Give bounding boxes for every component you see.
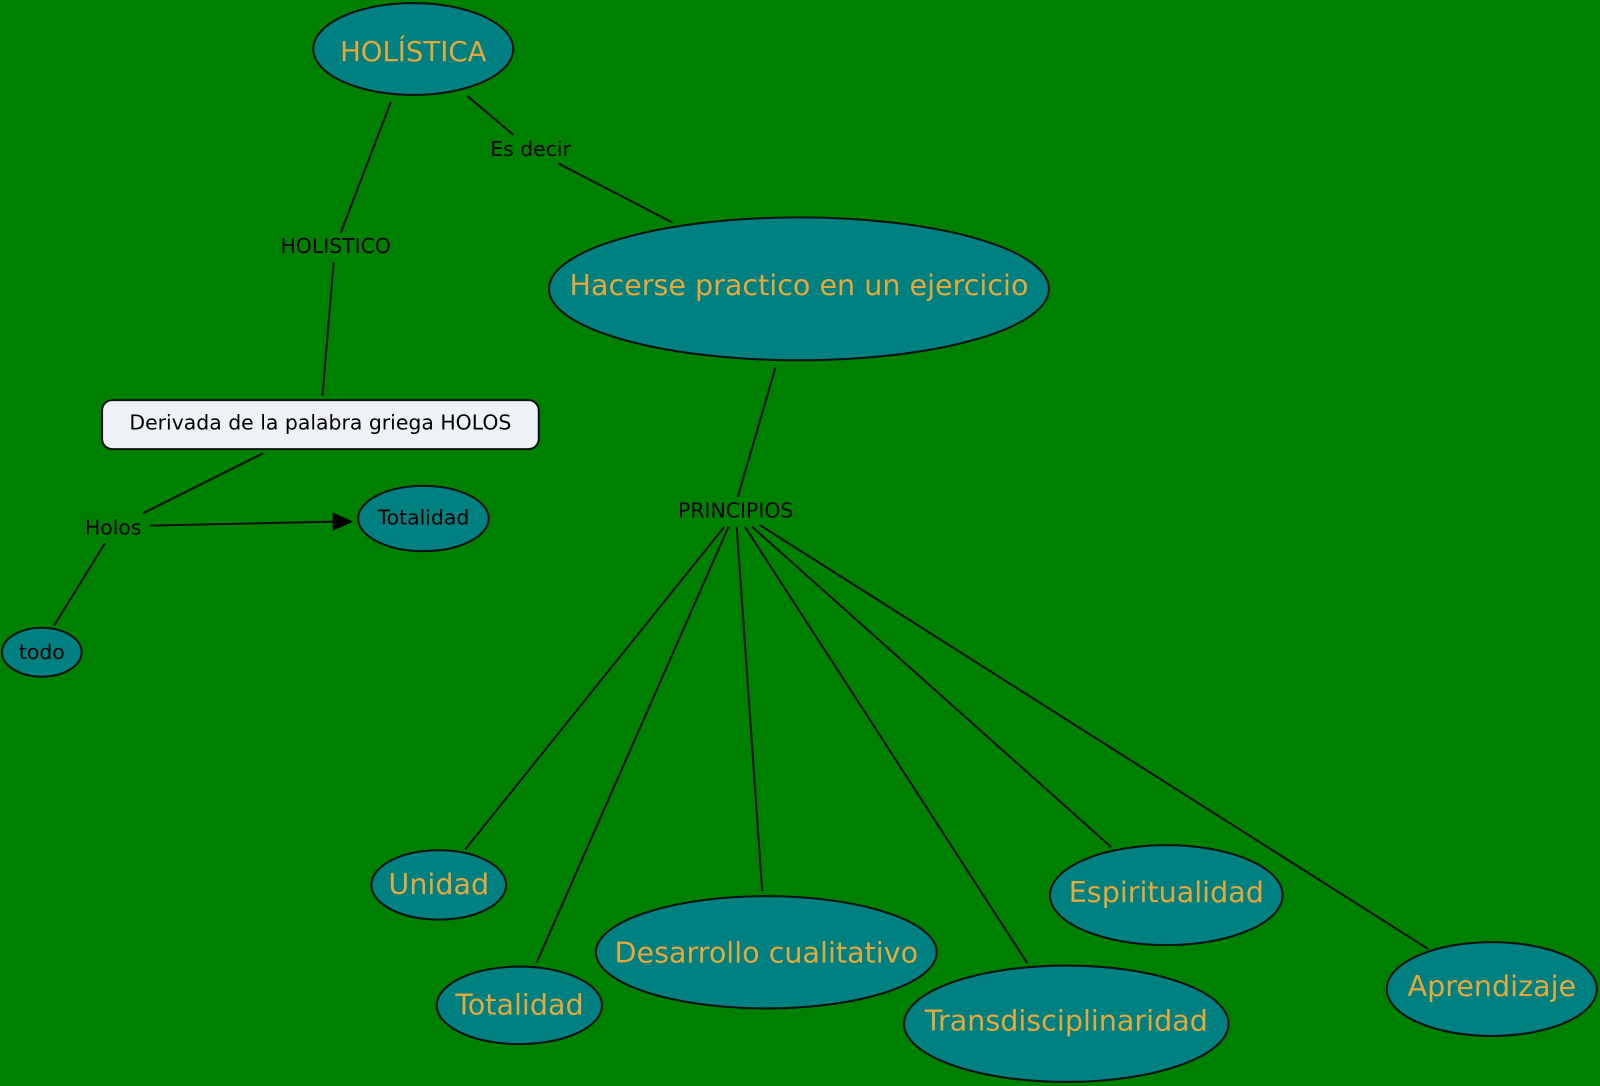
link-hacerse-principios <box>736 367 777 498</box>
concept-label: HOLÍSTICA <box>340 34 487 68</box>
link-label-es-decir: Es decir <box>490 137 571 161</box>
concept-label: Transdisciplinaridad <box>924 1004 1208 1038</box>
concept-label: Totalidad <box>377 505 470 529</box>
concept-totalidad-small[interactable]: Totalidad <box>357 484 490 553</box>
link-label-principios: PRINCIPIOS <box>678 498 793 522</box>
links <box>53 95 1430 965</box>
concept-derivada[interactable]: Derivada de la palabra griega HOLOS <box>101 399 540 451</box>
concept-label: Aprendizaje <box>1408 969 1577 1003</box>
link-principios-unidad <box>464 526 726 850</box>
link-derivada-holos <box>142 452 264 515</box>
link-label-holos: Holos <box>85 516 142 540</box>
link-principios-desarrollo <box>735 526 764 892</box>
concept-label: Derivada de la palabra griega HOLOS <box>129 411 511 435</box>
link-label-holistico: HOLISTICO <box>280 234 391 258</box>
concept-transdisciplinariedad[interactable]: Transdisciplinaridad <box>903 964 1230 1083</box>
arrowhead-icon <box>332 512 354 531</box>
concept-totalidad[interactable]: Totalidad <box>435 965 604 1046</box>
concept-todo[interactable]: todo <box>1 626 83 678</box>
concept-label: Unidad <box>388 867 489 901</box>
link-holistico-derivada <box>321 262 335 397</box>
link-holos-todo <box>53 542 106 627</box>
concept-label: Desarrollo cualitativo <box>615 935 919 969</box>
concept-desarrollo-cualitativo[interactable]: Desarrollo cualitativo <box>594 895 938 1010</box>
concept-holistica[interactable]: HOLÍSTICA <box>312 2 515 96</box>
link-principios-totalidad <box>535 526 730 963</box>
link-esdecir-hacerse <box>557 162 673 224</box>
concept-label: Espiritualidad <box>1069 875 1264 909</box>
concept-espiritualidad[interactable]: Espiritualidad <box>1048 844 1284 947</box>
concept-label: Hacerse practico en un ejercicio <box>570 268 1029 302</box>
link-holos-totalidad-arrow <box>149 520 337 527</box>
concept-hacerse-practico[interactable]: Hacerse practico en un ejercicio <box>547 216 1050 362</box>
link-principios-aprendizaje <box>758 523 1430 951</box>
link-holistica-holistico <box>339 101 392 234</box>
concept-label: Totalidad <box>454 987 583 1021</box>
concept-label: todo <box>19 640 65 664</box>
concept-unidad[interactable]: Unidad <box>370 849 508 921</box>
link-holistica-esdecir <box>466 95 514 136</box>
link-principios-transdisciplinariedad <box>744 526 1029 965</box>
concept-aprendizaje[interactable]: Aprendizaje <box>1385 941 1598 1038</box>
link-principios-espiritualidad <box>751 525 1112 848</box>
